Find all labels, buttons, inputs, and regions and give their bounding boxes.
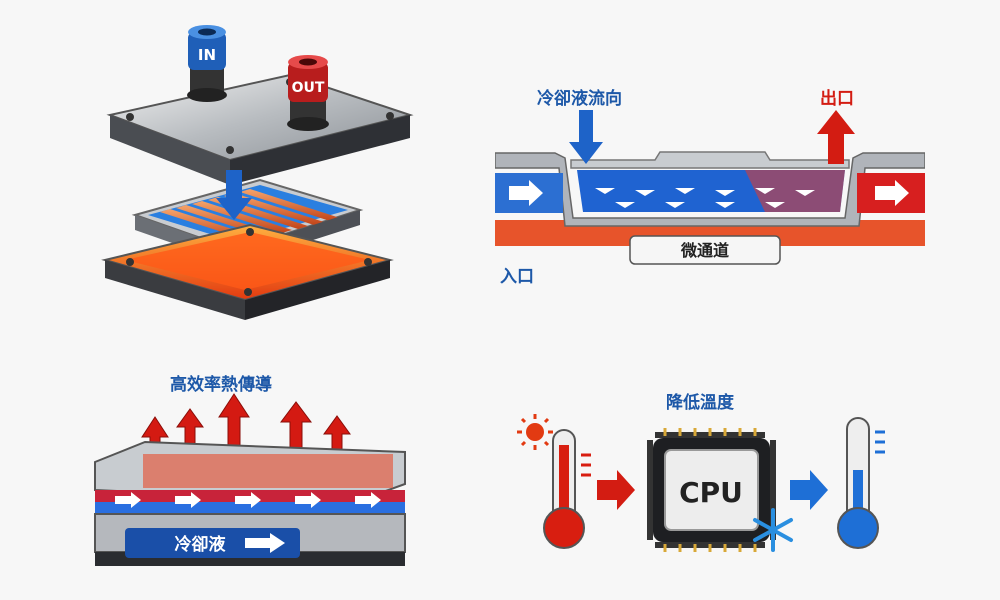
base-plate	[101, 223, 394, 320]
snowflake-icon	[753, 508, 793, 552]
hot-thermometer-icon	[543, 429, 591, 549]
outlet-arrow	[875, 180, 909, 206]
microchannel-label: 微通道	[680, 241, 729, 260]
inlet-label: 入口	[500, 267, 534, 287]
cross-section-illustration: 微通道	[495, 110, 925, 265]
coolant-flow-arrows	[115, 492, 381, 508]
microchannel-label-box	[629, 235, 781, 265]
cold-plate-exploded-illustration: IN OUT	[101, 25, 414, 320]
temperature-reduction-illustration: CPU	[517, 414, 885, 552]
lower-temp-title: 降低溫度	[666, 393, 734, 413]
heat-conduction-illustration: 冷卻液	[94, 393, 406, 566]
heat-conduction-title: 高效率熱傳導	[170, 375, 272, 395]
cpu-label: CPU	[679, 476, 743, 509]
flow-markers	[595, 188, 815, 208]
coolant-label-arrow	[245, 533, 285, 553]
top-lid	[106, 73, 414, 185]
top-cover	[570, 151, 850, 169]
cold-thermometer-icon	[837, 417, 885, 549]
cooling-arrow	[790, 470, 828, 510]
coolant-label: 冷卻液	[175, 534, 226, 555]
coolant-in-arrow	[569, 110, 603, 164]
outlet-port: OUT	[287, 55, 329, 131]
cpu-chip: CPU	[647, 428, 776, 552]
inlet-arrow	[509, 180, 543, 206]
in-label: IN	[198, 46, 216, 64]
inlet-port: IN	[187, 25, 227, 102]
coolant-out-arrow	[817, 110, 855, 164]
outlet-label: 出口	[820, 89, 854, 109]
heat-flow-arrow	[597, 470, 635, 510]
coolant-label-bar	[125, 528, 300, 558]
coolant-down-arrow	[216, 170, 252, 220]
out-label: OUT	[292, 80, 325, 96]
flow-direction-label: 冷卻液流向	[537, 89, 622, 109]
sun-icon	[517, 414, 553, 450]
